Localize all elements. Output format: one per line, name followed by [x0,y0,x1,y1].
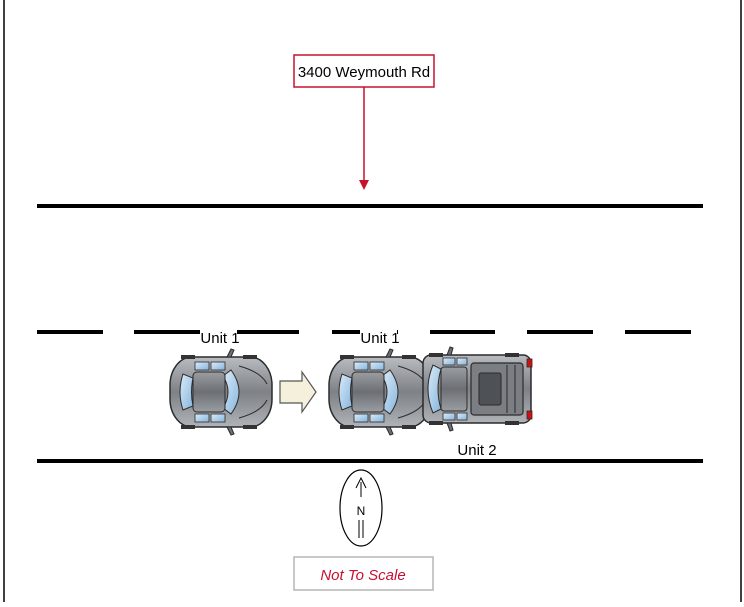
address-callout: 3400 Weymouth Rd [293,54,435,190]
unit1-before-label: Unit 1 [200,330,239,347]
unit1-before-vehicle [169,348,273,436]
scale-note-text: Not To Scale [320,567,405,584]
north-arrow: N [339,469,383,547]
address-callout-box [293,54,435,88]
north-arrow-letter: N [357,504,366,518]
scale-note: Not To Scale [293,556,434,591]
scale-note-box [293,556,434,591]
address-pointer-arrowhead [359,180,369,190]
address-label: 3400 Weymouth Rd [298,64,430,81]
unit2-vehicle [422,346,533,432]
movement-arrow-icon [279,370,317,414]
unit1-after-label: Unit 1 [360,330,399,347]
unit1-after-vehicle [328,348,432,436]
north-arrow-ellipse [339,469,383,547]
north-arrow-head-icon [355,476,367,489]
unit2-label: Unit 2 [457,442,496,459]
